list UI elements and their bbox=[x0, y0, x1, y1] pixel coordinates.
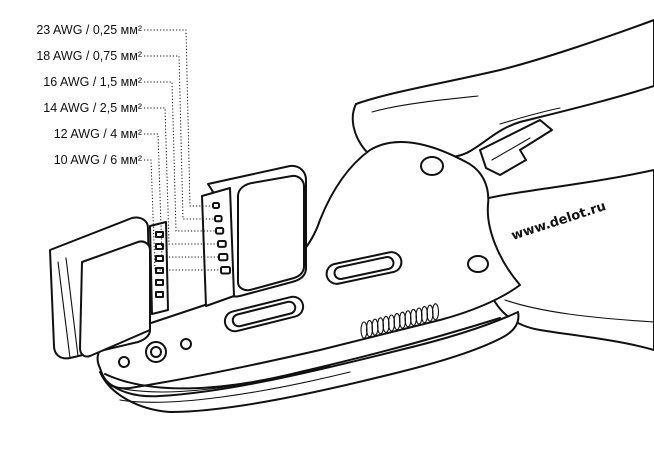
blade-tooth bbox=[155, 291, 164, 298]
blade-notch bbox=[220, 266, 231, 275]
leader-line bbox=[144, 133, 219, 258]
blade-notch bbox=[212, 202, 220, 209]
gauge-label: 14 AWG / 2,5 мм² bbox=[43, 101, 142, 115]
tool-body bbox=[96, 141, 521, 413]
blade-tooth bbox=[155, 279, 164, 286]
gauge-legend: 23 AWG / 0,25 мм² 18 AWG / 0,75 мм² 16 AWG… bbox=[36, 23, 221, 271]
spring-coil bbox=[431, 303, 440, 321]
rivets bbox=[118, 156, 489, 368]
blade-tooth bbox=[155, 243, 164, 250]
body-slots bbox=[223, 251, 403, 333]
cutting-blades bbox=[149, 187, 235, 315]
blade-notch bbox=[214, 215, 223, 223]
lock-latch bbox=[479, 119, 553, 176]
leader-line bbox=[144, 81, 216, 232]
left-jaw-pad bbox=[49, 216, 151, 360]
blade-notch bbox=[215, 227, 225, 235]
blade-notch bbox=[217, 240, 227, 248]
leader-line bbox=[144, 107, 218, 245]
blade-tooth bbox=[155, 231, 164, 238]
blade-tooth bbox=[155, 255, 164, 262]
spring bbox=[360, 303, 440, 339]
gauge-label: 16 AWG / 1,5 мм² bbox=[43, 75, 142, 89]
gauge-label: 23 AWG / 0,25 мм² bbox=[36, 23, 142, 37]
gauge-label: 12 AWG / 4 мм² bbox=[54, 127, 142, 141]
gauge-label: 18 AWG / 0,75 мм² bbox=[36, 49, 142, 63]
gauge-label: 10 AWG / 6 мм² bbox=[54, 153, 142, 167]
leader-line bbox=[144, 159, 221, 271]
blade-notch bbox=[218, 253, 229, 262]
